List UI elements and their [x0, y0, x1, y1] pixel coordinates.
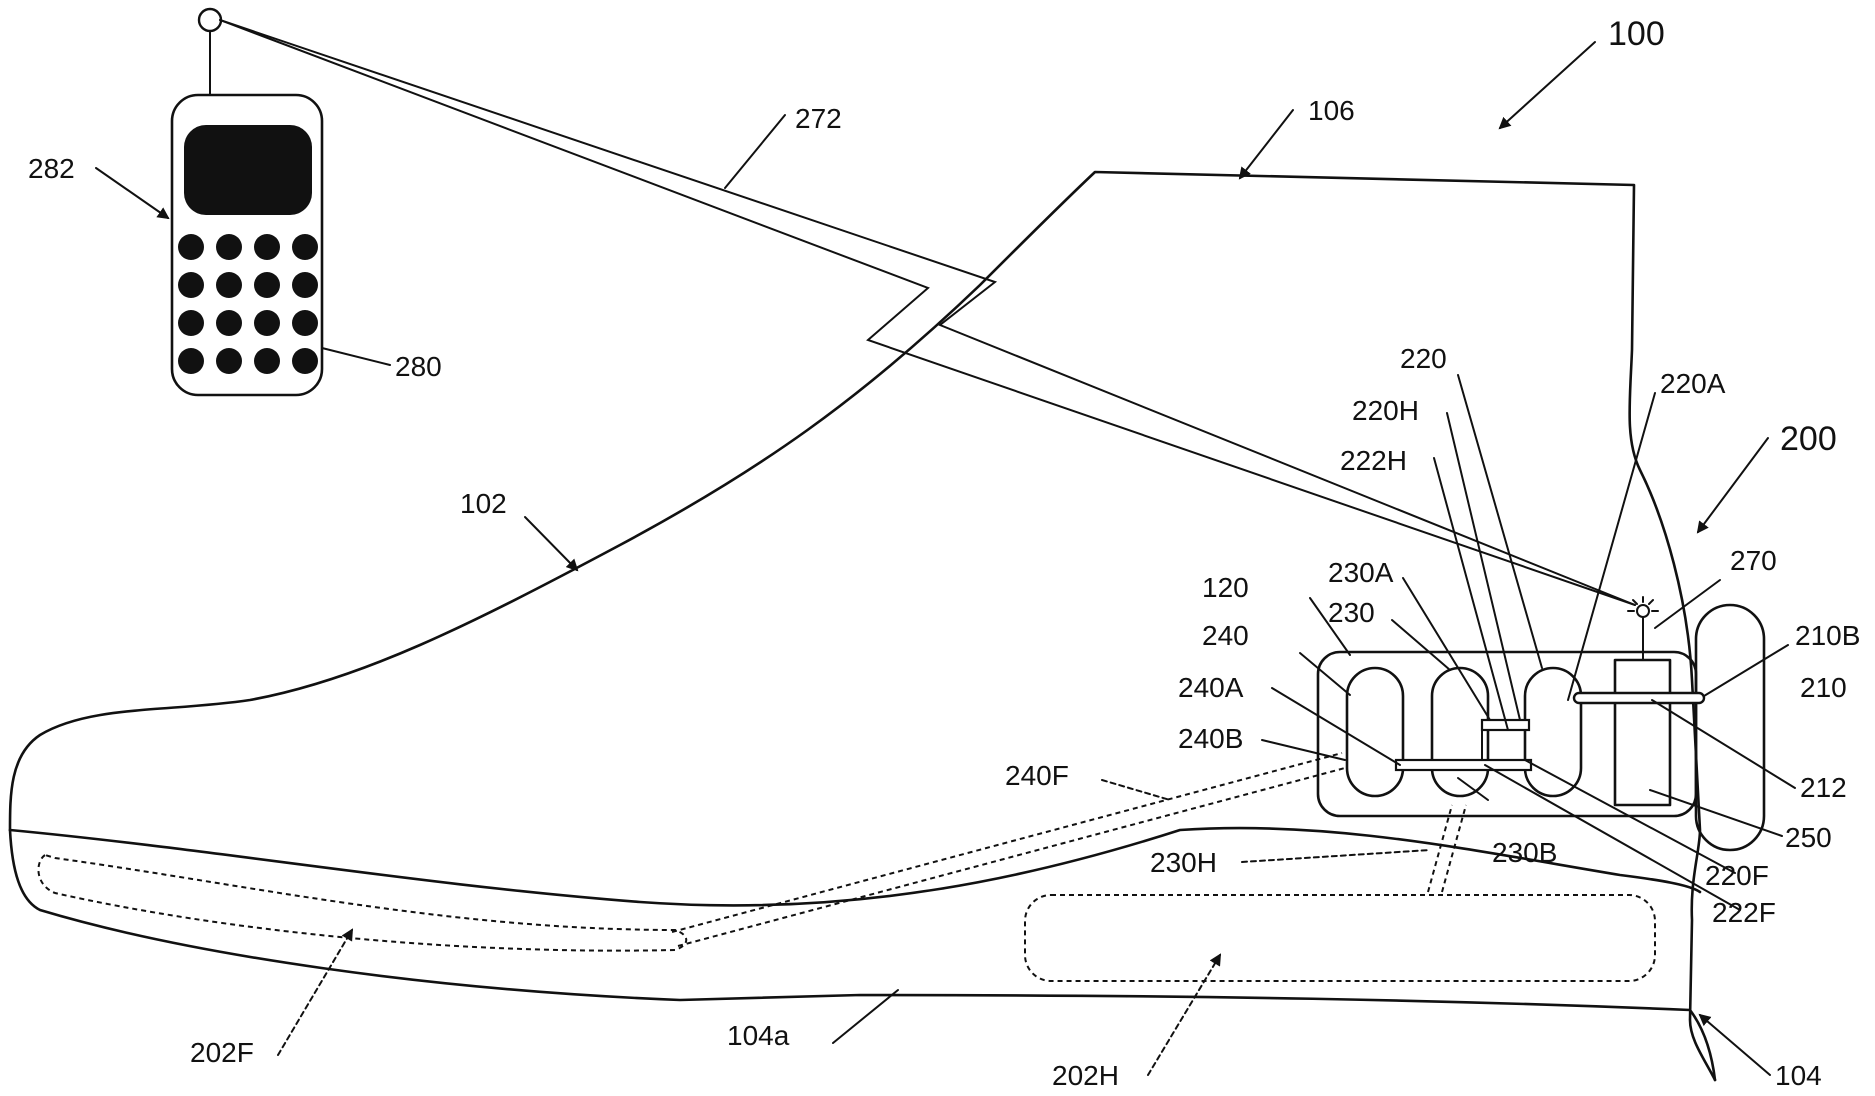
antenna-icon	[1627, 596, 1659, 661]
label-240: 240	[1202, 620, 1249, 651]
label-230H: 230H	[1150, 847, 1217, 878]
phone-keypad-icon	[178, 234, 318, 374]
label-212: 212	[1800, 772, 1847, 803]
label-220H: 220H	[1352, 395, 1419, 426]
pump	[1572, 691, 1706, 705]
label-240B: 240B	[1178, 723, 1243, 754]
label-282: 282	[28, 153, 75, 184]
internal-tube-b	[1394, 758, 1533, 772]
heel-valve	[1430, 666, 1490, 798]
label-220: 220	[1400, 343, 1447, 374]
leader-lines	[95, 41, 1796, 1076]
label-240F: 240F	[1005, 760, 1069, 791]
label-272: 272	[795, 103, 842, 134]
label-202F: 202F	[190, 1037, 254, 1068]
wireless-link	[219, 19, 1636, 606]
label-240A: 240A	[1178, 672, 1244, 703]
phone	[170, 7, 324, 397]
label-210B: 210B	[1795, 620, 1860, 651]
label-280: 280	[395, 351, 442, 382]
phone-screen	[184, 125, 312, 215]
label-104: 104	[1775, 1060, 1822, 1091]
reservoir	[1694, 603, 1766, 852]
label-102: 102	[460, 488, 507, 519]
controller	[1613, 658, 1672, 807]
label-202H: 202H	[1052, 1060, 1119, 1091]
phone-antenna-icon	[197, 7, 223, 33]
label-230: 230	[1328, 597, 1375, 628]
shoe-upper	[8, 170, 1717, 1082]
label-106: 106	[1308, 95, 1355, 126]
label-270: 270	[1730, 545, 1777, 576]
fore-tube	[671, 752, 1346, 947]
heel-bladder	[1024, 894, 1656, 982]
housing	[1316, 650, 1698, 818]
label-220F: 220F	[1705, 860, 1769, 891]
label-250: 250	[1785, 822, 1832, 853]
label-220A: 220A	[1660, 368, 1726, 399]
label-230A: 230A	[1328, 557, 1394, 588]
label-104a: 104a	[727, 1020, 790, 1051]
label-120: 120	[1202, 572, 1249, 603]
label-200: 200	[1780, 420, 1837, 458]
reference-labels: 100 106 272 282 280 102 220 220A 220H 20…	[28, 15, 1860, 1091]
fore-valve	[1345, 666, 1405, 798]
label-210: 210	[1800, 672, 1847, 703]
label-230B: 230B	[1492, 837, 1557, 868]
label-222F: 222F	[1712, 897, 1776, 928]
label-222H: 222H	[1340, 445, 1407, 476]
forefoot-bladder	[37, 853, 688, 952]
label-100: 100	[1608, 15, 1665, 53]
heel-tube	[1427, 804, 1467, 893]
